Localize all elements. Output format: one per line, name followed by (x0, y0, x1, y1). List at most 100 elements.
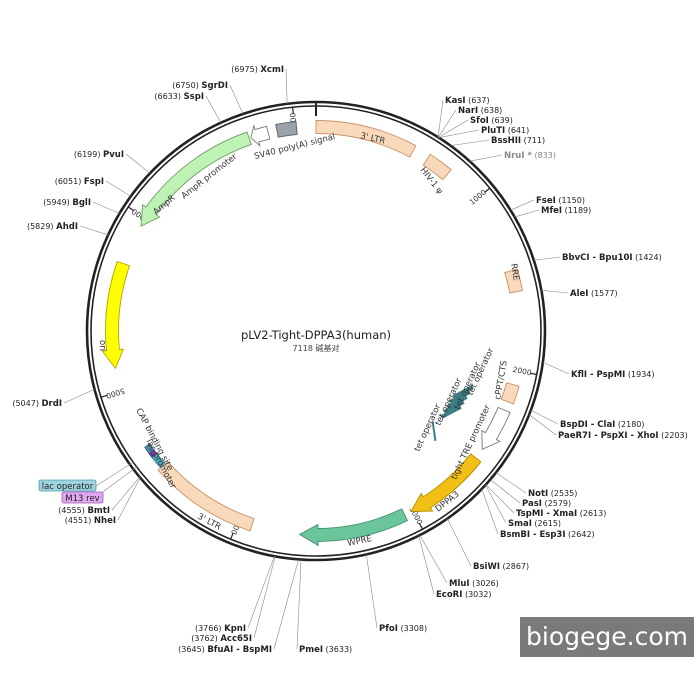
restriction-site-label: PasI (2579) (522, 499, 571, 509)
site-leader-line (205, 95, 222, 123)
restriction-site-label: NarI (638) (458, 106, 502, 116)
feature-rre (504, 268, 524, 294)
site-leader-line (296, 559, 302, 650)
watermark: biogege.com (520, 617, 694, 657)
site-leader-line (485, 484, 507, 524)
m13-rev-primer-label: M13 rev (65, 494, 99, 504)
site-leader-line (247, 556, 275, 629)
features-layer (101, 120, 524, 547)
feature-label-rre: RRE (508, 263, 521, 282)
tick-label: 1000 (468, 188, 489, 207)
site-leader-line (541, 289, 569, 294)
site-leader-line (447, 518, 472, 567)
site-leader-line (529, 414, 557, 436)
feature-ori (101, 260, 131, 370)
site-leader-line (125, 153, 151, 174)
restriction-site-label: SfoI (639) (470, 116, 513, 126)
site-leader-line (437, 99, 444, 138)
restriction-site-label: BspDI - ClaI (2180) (560, 420, 645, 430)
restriction-site-label: (6633) SspI (154, 92, 204, 102)
tet-operator-bar (431, 420, 437, 442)
restriction-site-label: (3766) KpnI (195, 624, 246, 634)
restriction-site-label: KasI (637) (445, 96, 490, 106)
site-leader-line (533, 256, 561, 261)
restriction-site-label: NruI * (833) (504, 151, 556, 161)
feature-tight-tre (481, 406, 511, 450)
m13-rev-primer-box (61, 491, 104, 504)
tet-operator-bar (443, 400, 465, 414)
site-leader-line (117, 477, 141, 521)
tet-operator-bar (452, 385, 474, 399)
restriction-site-label: (6199) PvuI (74, 150, 124, 160)
tick-mark (127, 206, 135, 212)
feature-sv40 (275, 120, 298, 138)
site-leader-line (111, 476, 140, 511)
site-leader-line (229, 84, 244, 115)
restriction-site-label: (3762) Acc65I (191, 634, 252, 644)
restriction-site-label: PfoI (3308) (379, 624, 427, 634)
restriction-site-label: BsmBI - Esp3I (2642) (500, 530, 595, 540)
site-leader-line (92, 201, 120, 214)
feature-hiv1-psi (422, 153, 452, 181)
lac-operator-primer-label: lac operator (42, 482, 94, 492)
site-leader-line (530, 410, 559, 425)
restriction-site-label: AleI (1577) (570, 289, 618, 299)
feature-ampr (140, 131, 252, 227)
tet-operator-bar (449, 390, 471, 404)
site-leader-line (450, 139, 490, 146)
restriction-site-label: (6975) XcmI (231, 65, 284, 75)
restriction-site-label: (4551) NheI (65, 516, 116, 526)
feature-lac-op (151, 453, 165, 468)
feature-wpre (298, 508, 409, 547)
site-leader-line (542, 361, 570, 375)
site-leader-line (495, 472, 527, 494)
primer-leader-line (95, 462, 133, 487)
restriction-site-label: (5949) BglI (43, 198, 91, 208)
tick-mark (230, 532, 234, 540)
feature-3ltr-top (315, 120, 417, 158)
restriction-site-label: BsiWI (2867) (473, 562, 529, 572)
tick-mark (292, 107, 294, 115)
tick-mark (100, 394, 108, 398)
site-leader-line (273, 559, 299, 650)
restriction-site-label: (5047) DrdI (12, 399, 62, 409)
restriction-site-label: KflI - PspMI (1934) (571, 370, 655, 380)
feature-cppt (500, 382, 520, 405)
tet-operator-bar (440, 405, 462, 419)
restriction-site-label: NotI (2535) (528, 489, 577, 499)
lac-operator-primer-box (38, 479, 97, 492)
tick-label: 2000 (512, 365, 533, 378)
site-leader-line (366, 554, 378, 629)
restriction-site-label: MfeI (1189) (541, 206, 591, 216)
site-leader-line (485, 484, 515, 514)
restriction-site-label: EcoRI (3032) (436, 590, 492, 600)
site-leader-line (285, 68, 288, 104)
primer-labels: lac operator M13 rev (38, 462, 139, 504)
site-leader-line (469, 154, 503, 162)
plasmid-size: 7118 碱基对 (293, 343, 340, 353)
site-leader-line (481, 488, 499, 535)
site-leader-line (419, 534, 448, 584)
restriction-site-label: TspMI - XmaI (2613) (516, 509, 606, 519)
site-leader-line (253, 556, 276, 639)
restriction-site-label: PluTI (641) (481, 126, 529, 136)
feature-3ltr-bottom (157, 460, 255, 532)
tet-operator-bar (446, 395, 468, 409)
restriction-site-label: PmeI (3633) (299, 645, 352, 655)
restriction-site-label: (4555) BmtI (58, 506, 110, 516)
feature-label-ori: ori (97, 340, 107, 351)
tick-label: 5000 (105, 386, 126, 400)
restriction-site-label: MluI (3026) (449, 579, 499, 589)
site-leader-line (490, 479, 521, 504)
restriction-site-label: (6051) FspI (55, 177, 104, 187)
tet-operator-bars (431, 385, 474, 442)
site-leader-line (514, 209, 540, 218)
restriction-site-label: (6750) SgrDI (172, 81, 228, 91)
site-leader-line (79, 225, 109, 236)
site-leader-line (438, 129, 480, 138)
restriction-sites-layer: (6975) XcmI(6750) SgrDI(6633) SspI (6199)… (12, 65, 687, 655)
site-leader-line (510, 199, 535, 211)
plasmid-name: pLV2-Tight-DPPA3(human) (241, 328, 391, 342)
feature-dppa3 (410, 453, 482, 512)
restriction-site-label: PaeR7I - PspXI - XhoI (2203) (558, 431, 688, 441)
